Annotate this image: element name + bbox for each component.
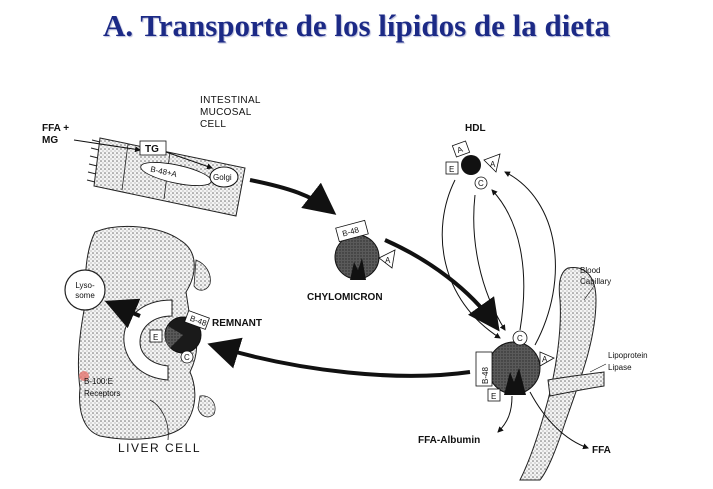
receptors-label-1: B-100:E xyxy=(84,377,113,386)
capillary-apo-e: E xyxy=(491,392,496,401)
hdl-label: HDL xyxy=(465,123,486,134)
arrow-to-capillary xyxy=(384,238,500,332)
capillary-apo-c: C xyxy=(517,334,523,343)
intestinal-label-3: CELL xyxy=(200,119,226,130)
remnant-apo-c: C xyxy=(184,353,190,362)
remnant-apo-e: E xyxy=(153,333,158,342)
arrow-ffa-to-tg xyxy=(73,139,141,153)
ffa-albumin-label: FFA-Albumin xyxy=(418,435,480,446)
slide-title: A. Transporte de los lípidos de la dieta xyxy=(103,8,610,43)
tg-label: TG xyxy=(145,144,159,155)
chylomicron-b48: B-48 xyxy=(341,225,360,238)
liver-cell-label: LIVER CELL xyxy=(118,441,201,455)
intestinal-label-1: INTESTINAL xyxy=(200,95,261,106)
remnant-label: REMNANT xyxy=(212,318,262,329)
ffa-mg-label-1: FFA + xyxy=(42,123,69,134)
capillary-apo-a: A xyxy=(542,355,548,364)
hdl-particle: A A E C xyxy=(445,140,501,190)
blood-label-2: Capillary xyxy=(580,277,611,286)
hdl-apo-c: C xyxy=(478,179,484,188)
lipase-label-2: Lipase xyxy=(608,363,632,372)
chylomicron-particle: B-48 A xyxy=(334,219,396,280)
ffa-mg-label-2: MG xyxy=(42,135,58,146)
blood-capillary xyxy=(519,267,605,481)
capillary-chylomicron: B-48 C A E xyxy=(475,330,555,402)
lipase-label-1: Lipoprotein xyxy=(608,351,648,360)
remnant-particle: B-48 E C xyxy=(149,310,210,364)
arrow-tg-to-golgi xyxy=(165,151,213,170)
receptors-label-2: Receptors xyxy=(84,389,120,398)
intestinal-label-2: MUCOSAL xyxy=(200,107,252,118)
hdl-exchange-arrows xyxy=(441,171,556,346)
hdl-apo-a-2: A xyxy=(490,160,496,169)
arrow-to-remnant xyxy=(207,337,471,378)
arrow-to-chylomicron xyxy=(249,178,337,215)
hdl-apo-a-1: A xyxy=(456,145,465,156)
lysosome-label-2: some xyxy=(75,291,95,300)
chylomicron-apo-a: A xyxy=(385,256,391,265)
lysosome-label-1: Lyso- xyxy=(75,281,95,290)
hdl-apo-e: E xyxy=(449,165,454,174)
golgi-label: Golgi xyxy=(213,173,232,182)
capillary-b48: B-48 xyxy=(481,367,490,384)
pointer-marker xyxy=(79,371,89,381)
arrow-to-lysosome xyxy=(104,298,141,329)
ffa-label: FFA xyxy=(592,445,611,456)
chylomicron-label: CHYLOMICRON xyxy=(307,292,383,303)
arrow-to-ffa xyxy=(529,391,589,450)
arrow-to-ffa-albumin xyxy=(497,395,513,433)
lysosome: Lyso- some xyxy=(64,269,106,311)
blood-label-1: Blood xyxy=(580,266,600,275)
